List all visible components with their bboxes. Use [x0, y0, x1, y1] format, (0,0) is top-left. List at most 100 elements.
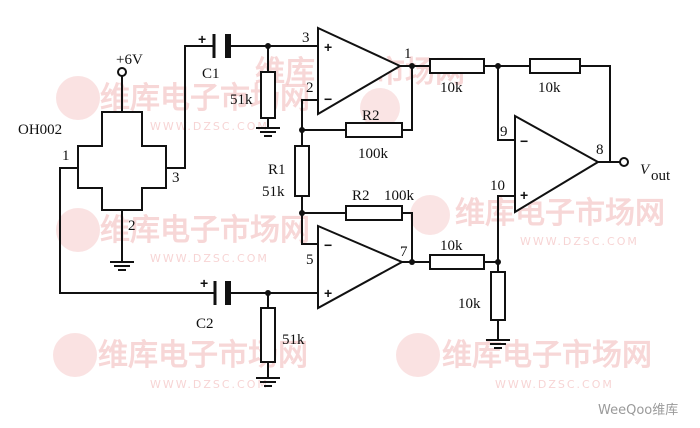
r1-value: 51k — [262, 184, 285, 200]
opamp1-pin1: 1 — [404, 46, 412, 62]
opamp-3: − + 9 10 8 — [490, 114, 604, 214]
ground-icon — [256, 127, 280, 137]
watermark-url-6: WWW.DZSC.COM — [495, 378, 614, 391]
opamp2-pin5: 5 — [306, 252, 314, 268]
opamp3-pin9: 9 — [500, 124, 508, 140]
watermark-url-4: WWW.DZSC.COM — [520, 235, 639, 248]
opamp-2: − + 5 7 — [306, 224, 408, 310]
resistor-body-icon — [260, 307, 276, 363]
resistor-body-icon — [429, 58, 485, 74]
r2-top-label: R2 — [362, 108, 380, 124]
resistor-body-icon — [429, 254, 485, 270]
resistor-r1: R1 51k — [262, 145, 310, 200]
junction-dot — [265, 290, 271, 296]
resistor-body-icon — [294, 145, 310, 197]
r2-bottom-label: R2 — [352, 188, 370, 204]
resistor-10k-b: 10k — [529, 58, 581, 96]
hall-sensor-label: OH002 — [18, 122, 62, 138]
watermark-logo-4: 维库电子市场网 WWW.DZSC.COM — [410, 195, 665, 248]
res-51k-top-label: 51k — [230, 92, 253, 108]
junction-dot — [495, 259, 501, 265]
watermark-logo-3: 维库电子市场网 WWW.DZSC.COM — [56, 208, 310, 265]
hall-pin2-label: 2 — [128, 218, 136, 234]
junction-dot — [409, 259, 415, 265]
watermark-group: 维库电子市场网 WWW.DZSC.COM 维库电子市场网 维库电子市场网 WWW… — [53, 55, 665, 391]
resistor-51k-top: 51k — [230, 71, 276, 119]
junction-dot — [495, 63, 501, 69]
res-10k-a-label: 10k — [440, 80, 463, 96]
watermark-url-3: WWW.DZSC.COM — [150, 252, 269, 265]
c2-plus-sign: + — [200, 275, 208, 291]
r2-bottom-value: 100k — [384, 188, 415, 204]
opamp2-plus: + — [324, 285, 332, 301]
junction-dot — [265, 43, 271, 49]
watermark-text-4: 维库电子市场网 — [455, 196, 665, 231]
opamp3-minus: − — [520, 133, 528, 149]
resistor-10k-c: 10k — [429, 238, 485, 270]
watermark-url-1: WWW.DZSC.COM — [150, 120, 269, 133]
junction-dot — [409, 63, 415, 69]
r1-label: R1 — [268, 162, 286, 178]
res-10k-b-label: 10k — [538, 80, 561, 96]
opamp3-plus: + — [520, 187, 528, 203]
site-credit: WeeQoo维库 — [598, 402, 678, 418]
supply-terminal: +6V — [116, 52, 143, 77]
watermark-url-5: WWW.DZSC.COM — [150, 378, 269, 391]
hall-sensor-body — [77, 111, 167, 211]
resistor-51k-bottom: 51k — [260, 307, 305, 363]
capacitor-plate-icon — [225, 34, 231, 58]
opamp2-minus: − — [324, 237, 332, 253]
output-terminal: V out — [619, 157, 671, 184]
output-terminal-icon — [619, 157, 629, 167]
opamp3-pin8: 8 — [596, 142, 604, 158]
hall-pin3-label: 3 — [172, 170, 180, 186]
c2-label: C2 — [196, 316, 214, 332]
hall-pin1-label: 1 — [62, 148, 70, 164]
junction-dot — [299, 127, 305, 133]
opamp-triangle-icon — [514, 114, 600, 214]
resistor-r2-bottom: R2 100k — [345, 188, 415, 221]
vout-label: V — [640, 162, 651, 178]
watermark-logo-6: 维库电子市场网 WWW.DZSC.COM — [396, 333, 652, 391]
junctions — [265, 43, 501, 296]
resistor-10k-d: 10k — [458, 271, 506, 321]
r2-top-value: 100k — [358, 146, 389, 162]
resistor-body-icon — [490, 271, 506, 321]
capacitor-plate-icon — [225, 281, 231, 305]
hall-sensor: OH002 1 2 3 — [18, 111, 180, 234]
opamp-triangle-icon — [317, 224, 405, 310]
ground-icon — [486, 339, 510, 349]
opamp1-minus: − — [324, 91, 332, 107]
vout-subscript: out — [651, 168, 671, 184]
supply-terminal-icon — [117, 67, 127, 77]
opamp1-pin2: 2 — [306, 80, 314, 96]
ground-icon — [110, 261, 134, 271]
opamp-triangle-icon — [317, 26, 403, 116]
watermark-text-3: 维库电子市场网 — [100, 213, 310, 248]
resistor-10k-a: 10k — [429, 58, 485, 96]
ground-icon — [256, 377, 280, 387]
opamp1-plus: + — [324, 39, 332, 55]
watermark-text-6: 维库电子市场网 — [442, 338, 652, 373]
opamp2-pin7: 7 — [400, 244, 408, 260]
resistor-body-icon — [260, 71, 276, 119]
capacitor-c2: + C2 — [196, 275, 231, 332]
res-10k-d-label: 10k — [458, 296, 481, 312]
resistor-body-icon — [529, 58, 581, 74]
res-51k-bottom-label: 51k — [282, 332, 305, 348]
resistor-body-icon — [345, 205, 403, 221]
opamp1-pin3: 3 — [302, 30, 310, 46]
supply-label: +6V — [116, 52, 143, 68]
c1-plus-sign: + — [198, 31, 206, 47]
opamp3-pin10: 10 — [490, 178, 505, 194]
watermark-text-5: 维库电子市场网 — [98, 338, 308, 373]
junction-dot — [299, 210, 305, 216]
opamp-1: + − 3 2 1 — [302, 26, 412, 116]
resistor-r2-top: R2 100k — [345, 108, 403, 162]
c1-label: C1 — [202, 66, 220, 82]
grounds — [110, 127, 510, 387]
resistor-body-icon — [345, 122, 403, 138]
capacitor-c1: + C1 — [198, 31, 231, 82]
